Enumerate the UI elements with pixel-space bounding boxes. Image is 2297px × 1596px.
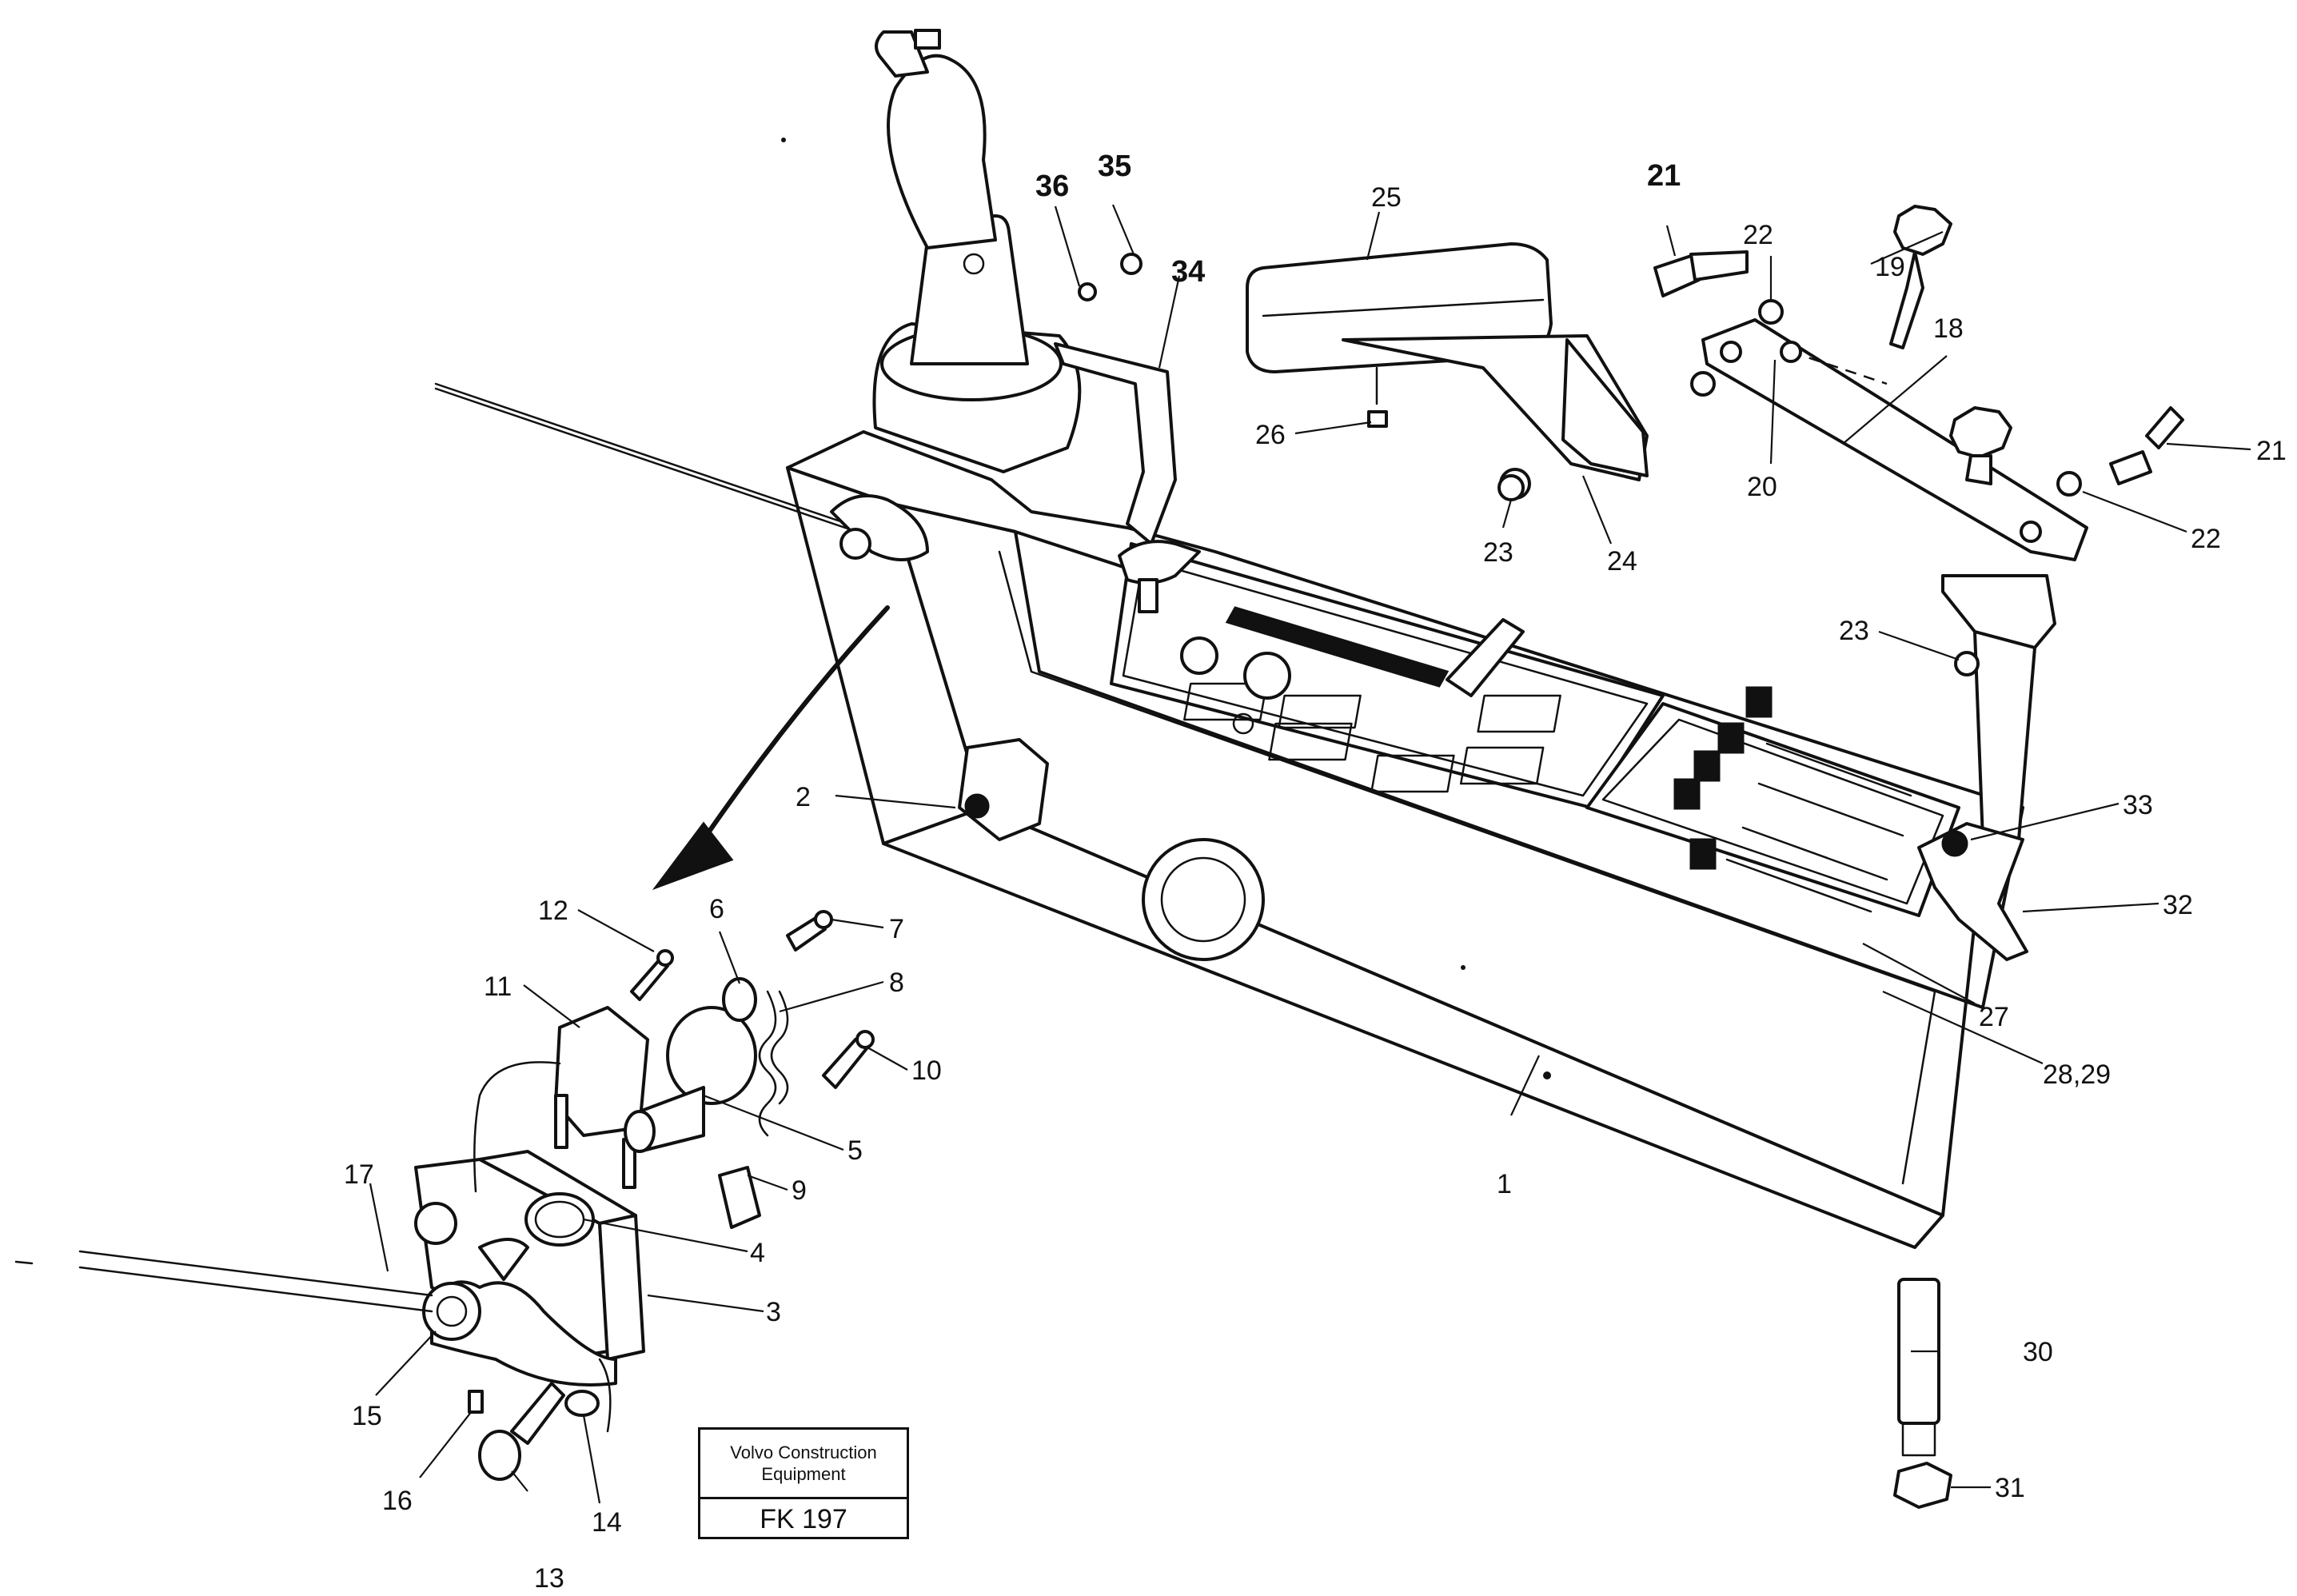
callout-12: 12 [538,896,568,926]
callout-22-right: 22 [2191,524,2221,554]
callout-23-right: 23 [1839,616,1869,646]
callout-21-top: 21 [1647,159,1681,193]
callout-5: 5 [847,1135,863,1166]
callout-2: 2 [796,782,811,812]
callout-28-29: 28,29 [2043,1059,2111,1090]
star-knob-icon [1949,406,2012,459]
arrow-down-icon [652,821,734,891]
callout-31: 31 [1995,1473,2025,1503]
callout-24: 24 [1607,546,1637,577]
callout-11: 11 [484,972,512,1002]
armrest-assembly [1246,242,1649,500]
arm-bracket-assembly [1701,205,2088,961]
callout-3: 3 [766,1297,781,1327]
callout-21-right: 21 [2256,436,2287,466]
callout-7: 7 [889,914,904,944]
callout-22-top: 22 [1743,220,1773,250]
callout-16: 16 [382,1486,413,1516]
callout-27: 27 [1979,1002,2009,1032]
drawing-code: FK 197 [760,1503,847,1534]
callout-10: 10 [911,1055,942,1086]
callout-20: 20 [1747,472,1777,502]
leader-lines [369,204,2251,1504]
company-name: Volvo Construction Equipment [700,1430,907,1499]
micro-switch-detail [14,605,890,1481]
company-name-text: Volvo Construction Equipment [730,1442,877,1484]
callout-14: 14 [592,1507,622,1538]
callout-36: 36 [1035,170,1069,203]
callout-6: 6 [709,894,724,924]
callout-labels: 1 2 3 4 5 6 7 8 9 10 11 12 13 14 15 16 1… [344,150,2287,1594]
star-knob-icon [1893,205,1952,256]
joystick-assembly [872,29,1201,613]
callout-13: 13 [534,1563,564,1594]
callout-4: 4 [750,1238,765,1268]
callout-9: 9 [792,1175,807,1206]
callout-26: 26 [1255,420,1286,450]
callout-25: 25 [1371,182,1402,213]
callout-34: 34 [1171,255,1205,289]
callout-30: 30 [2023,1337,2053,1367]
callout-18: 18 [1933,313,1964,344]
drawing-title-block: Volvo Construction Equipment FK 197 [698,1427,909,1539]
callout-23-left: 23 [1483,537,1513,568]
switch-slots [1725,742,1912,913]
toggle-switches [1673,686,1773,870]
callout-19: 19 [1875,252,1905,282]
callout-17: 17 [344,1159,374,1190]
display-windows [1183,682,1561,793]
callout-33: 33 [2123,790,2153,820]
callout-35: 35 [1098,150,1131,183]
callout-15: 15 [352,1401,382,1431]
callout-1: 1 [1497,1169,1512,1199]
callout-32: 32 [2163,890,2193,920]
fasteners [1078,250,2184,1509]
callout-8: 8 [889,968,904,998]
